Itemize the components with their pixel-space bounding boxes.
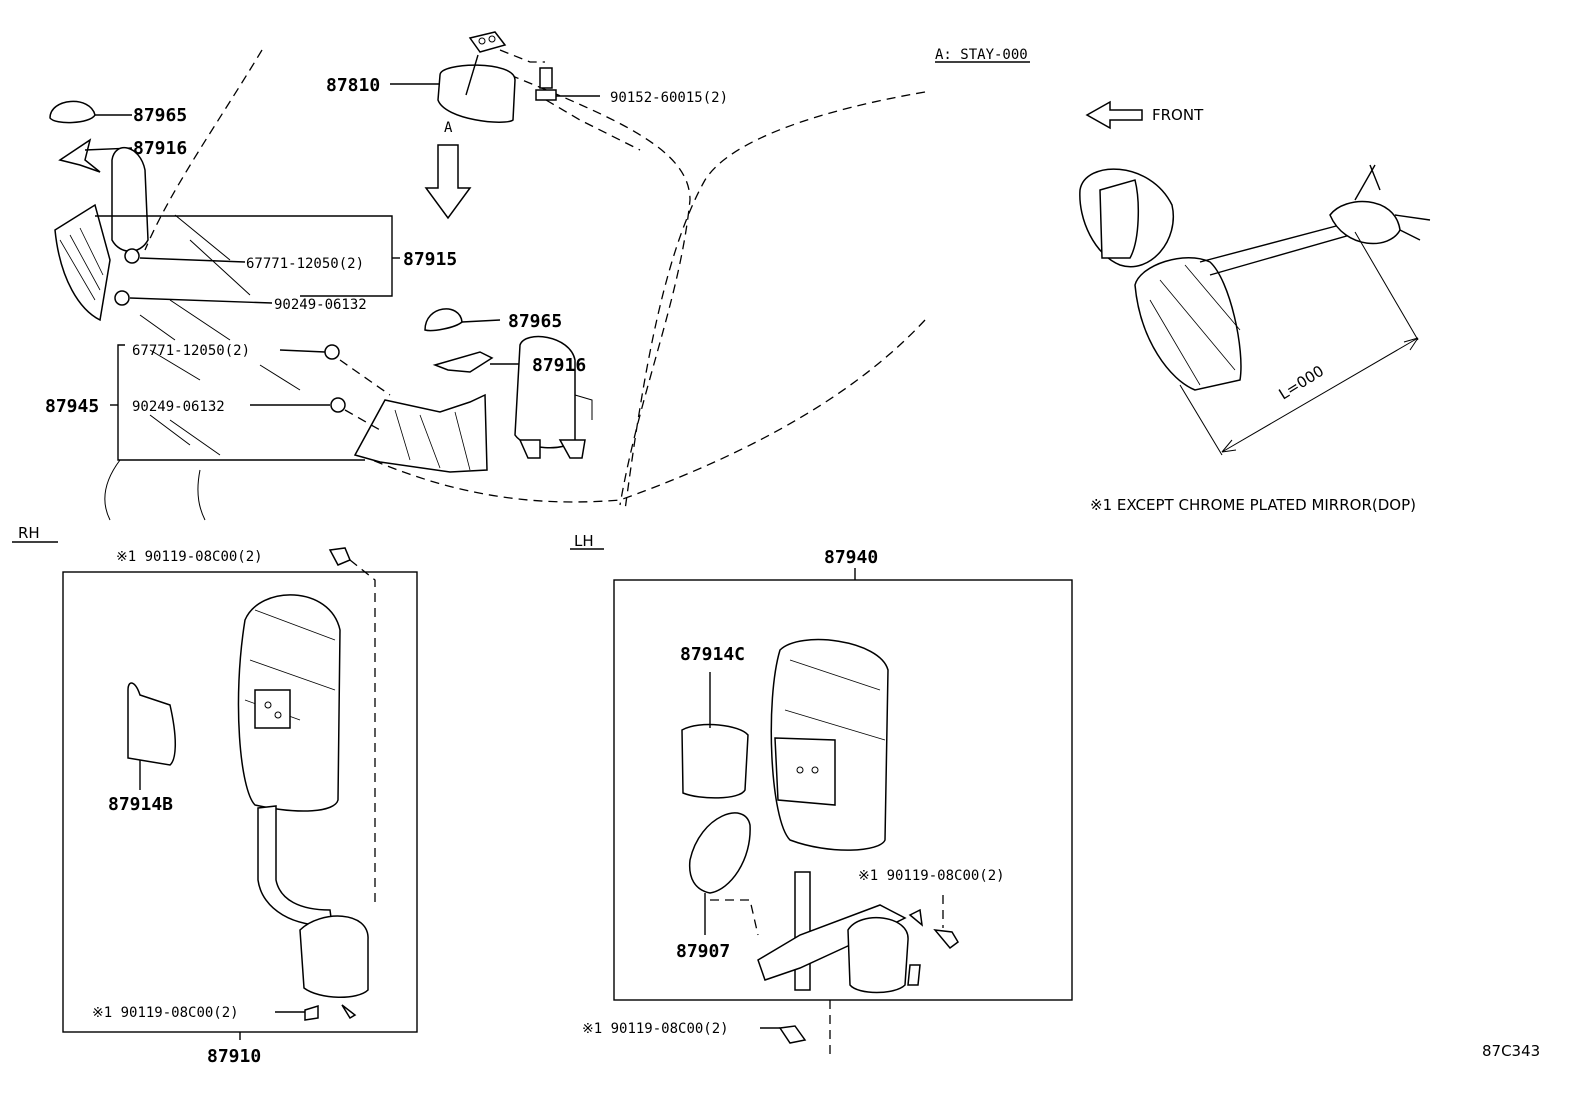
- label-87907: 87907: [676, 941, 730, 962]
- labels: 87965 87916 87810 90152-60015(2) A 67771…: [18, 47, 1540, 1067]
- window-hatch-mid: [149, 349, 301, 456]
- trim-87916-mid: [432, 351, 530, 373]
- label-lh-bolt-right: ※1 90119-08C00(2): [858, 868, 1005, 884]
- stay-view: [935, 61, 1431, 456]
- label-87916-top: 87916: [133, 138, 187, 159]
- lh-section: [570, 548, 1073, 1055]
- rh-section: [12, 541, 418, 1040]
- label-lh-bolt-bottom: ※1 90119-08C00(2): [582, 1021, 729, 1037]
- label-87915: 87915: [403, 249, 457, 270]
- label-87965-mid: 87965: [508, 311, 562, 332]
- label-87810: 87810: [326, 75, 380, 96]
- view-a-arrow: [424, 144, 472, 220]
- screw-90152: [535, 67, 641, 151]
- label-rh-bolt-bottom: ※1 90119-08C00(2): [92, 1005, 239, 1021]
- label-lh: LH: [574, 532, 594, 550]
- label-rh-bolt-top: ※1 90119-08C00(2): [116, 549, 263, 565]
- label-67771-mid: 67771-12050(2): [132, 343, 250, 359]
- mirror-cover-87965-mid: [424, 308, 501, 332]
- label-length: L=000: [1276, 362, 1328, 404]
- bracket-87945: [110, 344, 488, 473]
- label-90249-top: 90249-06132: [274, 297, 367, 313]
- mirror-body-top-left: [54, 146, 149, 322]
- label-diagram-code: 87C343: [1482, 1042, 1540, 1060]
- label-87910: 87910: [207, 1046, 261, 1067]
- mirror-body-mid: [514, 335, 593, 459]
- bracket-87915: [95, 215, 400, 304]
- label-87940: 87940: [824, 547, 878, 568]
- label-67771-top: 67771-12050(2): [246, 256, 364, 272]
- cab-outline: [104, 49, 926, 521]
- label-87914b: 87914B: [108, 794, 173, 815]
- label-87914c: 87914C: [680, 644, 745, 665]
- label-87965-top: 87965: [133, 105, 187, 126]
- label-rh: RH: [18, 524, 40, 542]
- label-87916-mid: 87916: [532, 355, 586, 376]
- label-view-a: A: [444, 120, 453, 136]
- label-except-note: ※1 EXCEPT CHROME PLATED MIRROR(DOP): [1090, 496, 1416, 514]
- mirror-cover-87965-top: [49, 100, 132, 124]
- label-87945: 87945: [45, 396, 99, 417]
- inner-mirror-87810: [390, 31, 545, 123]
- label-90152: 90152-60015(2): [610, 90, 728, 106]
- label-90249-mid: 90249-06132: [132, 399, 225, 415]
- window-hatch-top: [139, 214, 251, 341]
- label-stay: A: STAY-000: [935, 47, 1028, 63]
- label-front: FRONT: [1152, 106, 1204, 124]
